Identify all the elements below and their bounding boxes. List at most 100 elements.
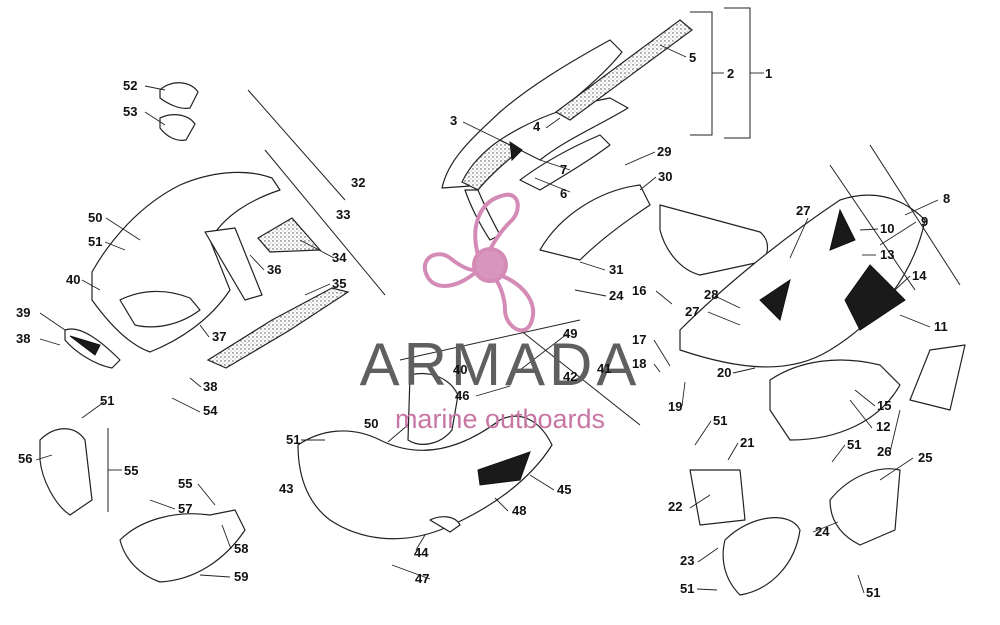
callout-51-f[interactable]: 51	[680, 581, 694, 596]
callout-8[interactable]: 8	[943, 191, 950, 206]
callout-12[interactable]: 12	[876, 419, 890, 434]
callout-19[interactable]: 19	[668, 399, 682, 414]
callout-58[interactable]: 58	[234, 541, 248, 556]
callout-42[interactable]: 42	[563, 369, 577, 384]
leader-lines	[35, 44, 939, 594]
callout-6[interactable]: 6	[560, 186, 567, 201]
leader-line	[39, 338, 61, 346]
leader-line	[732, 367, 756, 374]
callout-1[interactable]: 1	[765, 66, 772, 81]
callout-31[interactable]: 31	[609, 262, 623, 277]
callout-35[interactable]: 35	[332, 276, 346, 291]
leader-line	[904, 199, 939, 216]
callout-45[interactable]: 45	[557, 482, 571, 497]
callout-43[interactable]: 43	[279, 481, 293, 496]
leader-line	[299, 239, 335, 259]
callout-57[interactable]: 57	[178, 501, 192, 516]
leader-line	[714, 295, 741, 309]
callout-30[interactable]: 30	[658, 169, 672, 184]
callout-36[interactable]: 36	[267, 262, 281, 277]
leader-line	[879, 221, 917, 246]
callout-20[interactable]: 20	[717, 365, 731, 380]
callout-29[interactable]: 29	[657, 144, 671, 159]
callout-7[interactable]: 7	[560, 162, 567, 177]
leader-line	[545, 117, 561, 129]
callout-48[interactable]: 48	[512, 503, 526, 518]
callout-27-top[interactable]: 27	[796, 203, 810, 218]
callout-28[interactable]: 28	[704, 287, 718, 302]
leader-line	[81, 401, 105, 419]
callout-32[interactable]: 32	[351, 175, 365, 190]
callout-33[interactable]: 33	[336, 207, 350, 222]
callout-27-mid[interactable]: 27	[685, 304, 699, 319]
callout-11[interactable]: 11	[934, 319, 948, 334]
callout-51-e[interactable]: 51	[847, 437, 861, 452]
bracket-assembly	[689, 468, 901, 596]
callout-15[interactable]: 15	[877, 398, 891, 413]
callout-17[interactable]: 17	[632, 332, 646, 347]
callout-18[interactable]: 18	[632, 356, 646, 371]
leader-line	[519, 333, 568, 371]
callout-39[interactable]: 39	[16, 305, 30, 320]
leader-line	[639, 176, 657, 191]
leader-line	[655, 290, 673, 305]
callout-4[interactable]: 4	[533, 119, 541, 134]
leader-line	[171, 397, 201, 413]
leader-line	[462, 121, 501, 141]
callout-55-right[interactable]: 55	[124, 463, 138, 478]
leader-line	[831, 444, 846, 463]
leader-line	[144, 85, 166, 91]
leader-line	[81, 279, 101, 291]
leader-line	[889, 409, 901, 453]
leader-line	[727, 442, 739, 461]
callout-24-right[interactable]: 24	[815, 524, 830, 539]
callout-47[interactable]: 47	[415, 571, 429, 586]
callout-24-left[interactable]: 24	[609, 288, 624, 303]
callout-51-c[interactable]: 51	[286, 432, 300, 447]
callout-22[interactable]: 22	[668, 499, 682, 514]
callout-59[interactable]: 59	[234, 569, 248, 584]
callout-23[interactable]: 23	[680, 553, 694, 568]
hood-assembly	[441, 19, 693, 241]
leader-line	[104, 241, 126, 251]
leader-line	[697, 547, 719, 563]
callout-26[interactable]: 26	[877, 444, 891, 459]
leader-line	[391, 564, 431, 580]
callout-2[interactable]: 2	[727, 66, 734, 81]
side-panel-assembly	[539, 184, 966, 441]
callout-51-a[interactable]: 51	[88, 234, 102, 249]
callout-3[interactable]: 3	[450, 113, 457, 128]
callout-5[interactable]: 5	[689, 50, 696, 65]
callout-51-g[interactable]: 51	[866, 585, 880, 600]
callout-10[interactable]: 10	[880, 221, 894, 236]
callout-38-left[interactable]: 38	[16, 331, 30, 346]
callout-56[interactable]: 56	[18, 451, 32, 466]
callout-54[interactable]: 54	[203, 403, 218, 418]
callout-44[interactable]: 44	[414, 545, 429, 560]
callout-51-b[interactable]: 51	[100, 393, 114, 408]
callout-51-d[interactable]: 51	[713, 413, 727, 428]
callout-40-left[interactable]: 40	[66, 272, 80, 287]
leader-line	[539, 159, 571, 171]
watermark: ARMADA marine outboards	[360, 192, 636, 434]
callout-16[interactable]: 16	[632, 283, 646, 298]
leader-line	[35, 454, 53, 461]
callout-25[interactable]: 25	[918, 450, 932, 465]
console-assembly	[64, 82, 350, 369]
callout-55-bottom[interactable]: 55	[178, 476, 192, 491]
callout-21[interactable]: 21	[740, 435, 754, 450]
callout-40-center[interactable]: 40	[453, 362, 467, 377]
callout-14[interactable]: 14	[912, 268, 927, 283]
callout-38-right[interactable]: 38	[203, 379, 217, 394]
callout-46[interactable]: 46	[455, 388, 469, 403]
callout-13[interactable]: 13	[880, 247, 894, 262]
callout-50-center[interactable]: 50	[364, 416, 378, 431]
callout-52[interactable]: 52	[123, 78, 137, 93]
callout-34[interactable]: 34	[332, 250, 347, 265]
callout-53[interactable]: 53	[123, 104, 137, 119]
callout-50-left[interactable]: 50	[88, 210, 102, 225]
callout-37[interactable]: 37	[212, 329, 226, 344]
callout-49[interactable]: 49	[563, 326, 577, 341]
callout-41[interactable]: 41	[597, 361, 611, 376]
callout-9[interactable]: 9	[921, 214, 928, 229]
